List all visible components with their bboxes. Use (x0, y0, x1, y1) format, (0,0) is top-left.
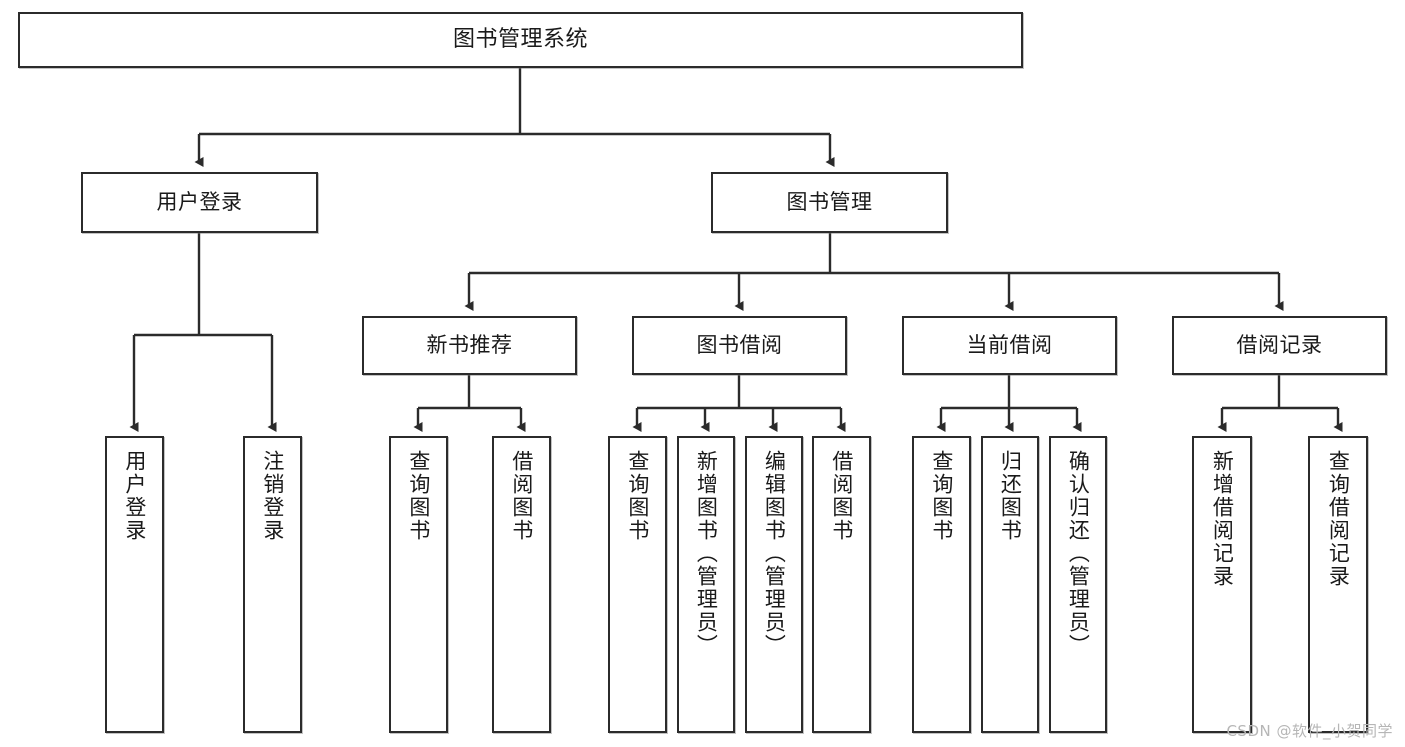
node-leaf-return-book-label: 归还图书 (998, 450, 1023, 542)
node-leaf-add-book[interactable]: 新增图书（管理员） (677, 436, 735, 733)
node-leaf-confirm-return-label: 确认归还（管理员） (1066, 450, 1091, 657)
node-new-book-rec-label: 新书推荐 (426, 332, 513, 357)
node-borrow-record[interactable]: 借阅记录 (1172, 316, 1387, 375)
node-root-label: 图书管理系统 (452, 26, 588, 52)
node-leaf-edit-book-label: 编辑图书（管理员） (762, 450, 787, 657)
node-book-borrow[interactable]: 图书借阅 (632, 316, 847, 375)
node-leaf-query-book-1-label: 查询图书 (406, 450, 431, 542)
node-leaf-logout-login-label: 注销登录 (260, 450, 285, 542)
node-borrow-record-label: 借阅记录 (1236, 332, 1323, 357)
node-leaf-user-login-label: 用户登录 (122, 450, 147, 542)
node-leaf-borrow-book-1[interactable]: 借阅图书 (492, 436, 551, 733)
node-current-borrow-label: 当前借阅 (966, 332, 1053, 357)
node-leaf-query-book-1[interactable]: 查询图书 (389, 436, 448, 733)
node-leaf-query-record-label: 查询借阅记录 (1326, 450, 1351, 588)
node-leaf-query-book-2[interactable]: 查询图书 (608, 436, 667, 733)
node-new-book-rec[interactable]: 新书推荐 (362, 316, 577, 375)
node-leaf-confirm-return[interactable]: 确认归还（管理员） (1049, 436, 1107, 733)
node-user-login[interactable]: 用户登录 (81, 172, 318, 233)
node-book-manage[interactable]: 图书管理 (711, 172, 948, 233)
node-book-borrow-label: 图书借阅 (696, 332, 783, 357)
watermark: CSDN @软件_小贺同学 (1226, 722, 1393, 740)
node-leaf-add-record-label: 新增借阅记录 (1210, 450, 1235, 588)
node-book-manage-label: 图书管理 (786, 189, 873, 214)
node-leaf-query-book-3-label: 查询图书 (929, 450, 954, 542)
node-leaf-user-login[interactable]: 用户登录 (105, 436, 164, 733)
node-leaf-query-record[interactable]: 查询借阅记录 (1308, 436, 1368, 733)
node-user-login-label: 用户登录 (156, 189, 243, 214)
node-root[interactable]: 图书管理系统 (18, 12, 1023, 68)
node-leaf-query-book-3[interactable]: 查询图书 (912, 436, 971, 733)
node-leaf-borrow-book-2[interactable]: 借阅图书 (812, 436, 871, 733)
node-leaf-borrow-book-1-label: 借阅图书 (509, 450, 534, 542)
node-leaf-add-record[interactable]: 新增借阅记录 (1192, 436, 1252, 733)
node-leaf-logout-login[interactable]: 注销登录 (243, 436, 302, 733)
node-leaf-edit-book[interactable]: 编辑图书（管理员） (745, 436, 803, 733)
node-leaf-add-book-label: 新增图书（管理员） (694, 450, 719, 657)
node-leaf-query-book-2-label: 查询图书 (625, 450, 650, 542)
node-current-borrow[interactable]: 当前借阅 (902, 316, 1117, 375)
node-leaf-borrow-book-2-label: 借阅图书 (829, 450, 854, 542)
node-leaf-return-book[interactable]: 归还图书 (981, 436, 1039, 733)
